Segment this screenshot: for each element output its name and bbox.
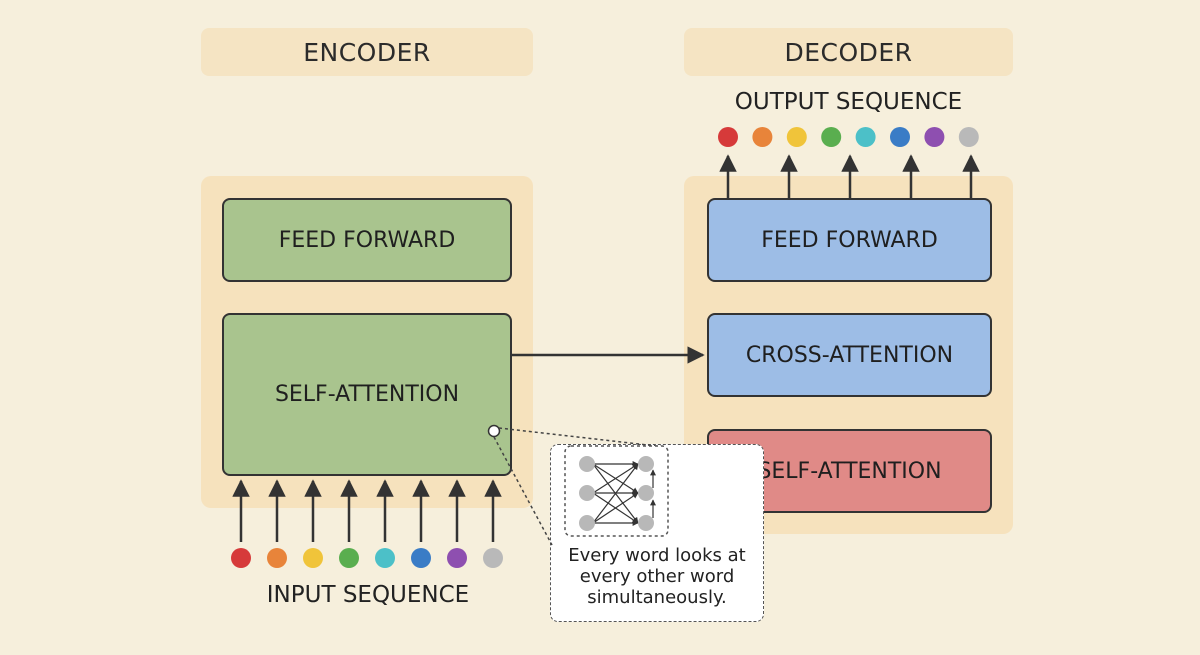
input-tokens: [231, 548, 503, 568]
input-arrows: [232, 479, 502, 542]
attention-network-icon: [579, 456, 656, 531]
callout-caption: Every word looks at every other word sim…: [568, 545, 746, 608]
decoder-feed-forward-block: FEED FORWARD: [707, 198, 992, 282]
output-arrows: [719, 154, 980, 198]
input-token-dot: [339, 548, 359, 568]
input-token-dot: [483, 548, 503, 568]
output-tokens: [718, 127, 979, 147]
input-token-dot: [447, 548, 467, 568]
attention-node: [579, 515, 595, 531]
output-token-dot: [855, 127, 876, 147]
encoder-feed-forward-block: FEED FORWARD: [222, 198, 512, 282]
attention-edge: [592, 463, 639, 494]
input-token-dot: [267, 548, 287, 568]
callout-leader-line-top: [498, 427, 666, 448]
encoder-self-attention-block: SELF-ATTENTION: [222, 313, 512, 476]
output-token-dot: [718, 127, 738, 147]
callout-anchor-point: [487, 424, 501, 438]
attention-edge: [592, 492, 639, 524]
output-token-dot: [890, 127, 910, 147]
input-token-dot: [375, 548, 395, 568]
output-token-dot: [752, 127, 773, 147]
attention-node: [579, 485, 595, 501]
output-token-dot: [958, 127, 979, 147]
output-token-dot: [821, 127, 842, 147]
input-sequence-label: INPUT SEQUENCE: [266, 582, 470, 608]
attention-node: [638, 485, 654, 501]
input-token-dot: [303, 548, 323, 568]
callout-leader-line-bottom: [493, 436, 553, 546]
attention-node: [579, 456, 595, 472]
encoder-title: ENCODER: [201, 28, 533, 76]
attention-node: [638, 456, 654, 472]
output-sequence-label: OUTPUT SEQUENCE: [734, 89, 963, 115]
input-token-dot: [411, 548, 431, 568]
decoder-cross-attention-block: CROSS-ATTENTION: [707, 313, 992, 397]
output-token-dot: [924, 127, 945, 147]
attention-node: [638, 515, 654, 531]
input-token-dot: [231, 548, 251, 568]
decoder-title: DECODER: [684, 28, 1013, 76]
attention-edge: [592, 463, 639, 524]
output-token-dot: [786, 127, 807, 147]
